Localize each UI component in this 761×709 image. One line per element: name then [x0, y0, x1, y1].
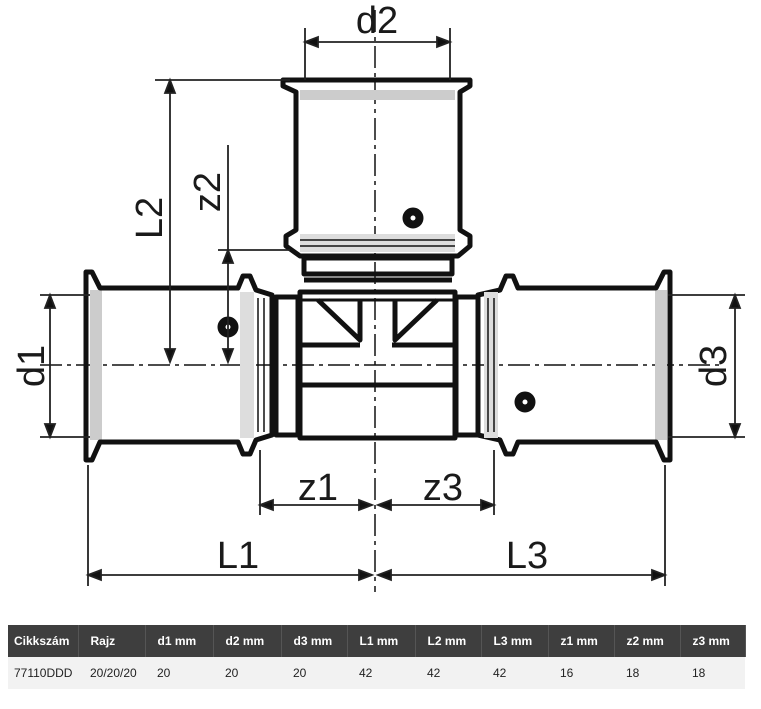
header-d3: d3 mm	[281, 625, 348, 657]
tee-body	[297, 289, 458, 441]
label-z1: z1	[298, 467, 338, 509]
header-L2: L2 mm	[415, 625, 482, 657]
header-z3: z3 mm	[680, 625, 746, 657]
cell-d3: 20	[281, 657, 347, 689]
label-L3: L3	[506, 535, 548, 577]
header-z1: z1 mm	[548, 625, 615, 657]
cell-L1: 42	[347, 657, 415, 689]
cell-z2: 18	[614, 657, 680, 689]
label-z3: z3	[423, 467, 463, 509]
label-L1: L1	[217, 535, 259, 577]
label-d3: d3	[693, 345, 735, 387]
cell-z3: 18	[680, 657, 745, 689]
top-sleeve	[280, 77, 473, 283]
header-d2: d2 mm	[213, 625, 282, 657]
label-d2: d2	[356, 0, 398, 42]
label-z2: z2	[187, 172, 229, 212]
table-header-row: Cikkszám Rajz d1 mm d2 mm d3 mm L1 mm L2…	[8, 625, 746, 657]
cell-L3: 42	[481, 657, 548, 689]
header-L3: L3 mm	[481, 625, 549, 657]
cell-rajz: 20/20/20	[78, 657, 145, 689]
cell-z1: 16	[548, 657, 614, 689]
tee-fitting-drawing: d2 L2 z2 d1 d3 z1 z3 L1 L3	[11, 0, 745, 592]
cell-d2: 20	[213, 657, 281, 689]
cell-d1: 20	[145, 657, 213, 689]
table-row: 77110DDD 20/20/20 20 20 20 42 42 42 16 1…	[8, 657, 745, 689]
right-sleeve	[453, 269, 673, 463]
header-L1: L1 mm	[347, 625, 416, 657]
header-d1: d1 mm	[145, 625, 214, 657]
label-d1: d1	[11, 345, 53, 387]
header-cikkszam: Cikkszám	[8, 625, 79, 657]
header-rajz: Rajz	[78, 625, 146, 657]
label-L2: L2	[129, 197, 171, 239]
header-z2: z2 mm	[614, 625, 681, 657]
cell-cikkszam: 77110DDD	[8, 657, 78, 689]
cell-L2: 42	[415, 657, 481, 689]
left-sleeve	[83, 269, 301, 463]
dimensions-table: Cikkszám Rajz d1 mm d2 mm d3 mm L1 mm L2…	[8, 625, 746, 689]
